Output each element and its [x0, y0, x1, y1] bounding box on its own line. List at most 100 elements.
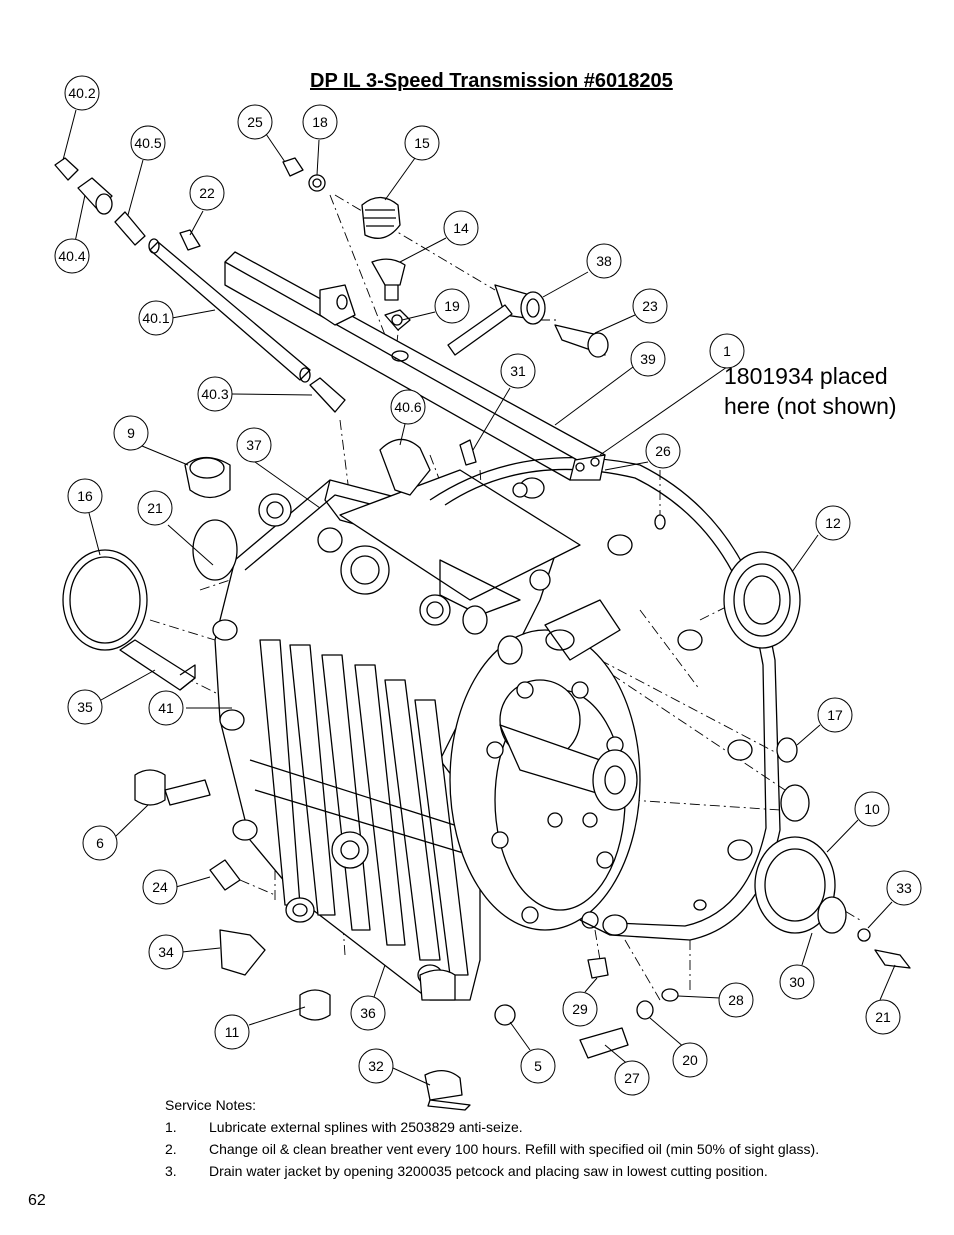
callout-label: 25: [247, 114, 263, 130]
right-parts: [654, 514, 911, 969]
callout-circle: [672, 1042, 708, 1078]
service-note-number: 3.: [165, 1163, 177, 1179]
callout-6: 6: [82, 825, 118, 861]
callout-label: 26: [655, 443, 671, 459]
callout-circle: [614, 1060, 650, 1096]
callout-circle: [67, 689, 103, 725]
small-parts-upper: [179, 157, 609, 466]
callout-circle: [350, 995, 386, 1031]
service-note-number: 2.: [165, 1141, 177, 1157]
callout-label: 6: [96, 835, 104, 851]
callout-33: 33: [886, 870, 922, 906]
callout-14: 14: [443, 210, 479, 246]
callout-label: 40.4: [58, 248, 85, 264]
tube-40-1: [148, 238, 311, 383]
callout-label: 5: [534, 1058, 542, 1074]
callout-40-1: 40.1: [138, 300, 174, 336]
callout-label: 20: [682, 1052, 698, 1068]
callout-21: 21: [137, 490, 173, 526]
callout-circle: [390, 389, 426, 425]
callout-circle: [189, 175, 225, 211]
callout-label: 10: [864, 801, 880, 817]
callout-26: 26: [645, 433, 681, 469]
callout-40-6: 40.6: [390, 389, 426, 425]
service-note-text: Lubricate external splines with 2503829 …: [209, 1119, 523, 1135]
callout-circle: [358, 1048, 394, 1084]
service-note-number: 1.: [165, 1119, 177, 1135]
callout-circle: [779, 964, 815, 1000]
callout-40-5: 40.5: [130, 125, 166, 161]
callout-23: 23: [632, 288, 668, 324]
callout-circle: [815, 505, 851, 541]
callout-circle: [302, 104, 338, 140]
callout-circle: [718, 982, 754, 1018]
callout-circle: [632, 288, 668, 324]
callout-label: 33: [896, 880, 912, 896]
callout-label: 37: [246, 437, 262, 453]
page-number: 62: [28, 1192, 46, 1209]
callout-11: 11: [214, 1014, 250, 1050]
callout-29: 29: [562, 991, 598, 1027]
callout-label: 1: [723, 343, 731, 359]
callout-40-4: 40.4: [54, 238, 90, 274]
callout-label: 36: [360, 1005, 376, 1021]
callout-label: 18: [312, 114, 328, 130]
callout-circle: [236, 427, 272, 463]
bottom-parts: [419, 957, 679, 1111]
callout-label: 41: [158, 700, 174, 716]
callout-circle: [148, 934, 184, 970]
callout-circle: [562, 991, 598, 1027]
callout-18: 18: [302, 104, 338, 140]
left-parts: [62, 456, 331, 1021]
callout-41: 41: [148, 690, 184, 726]
callout-27: 27: [614, 1060, 650, 1096]
service-notes-heading: Service Notes:: [165, 1097, 257, 1113]
callout-31: 31: [500, 353, 536, 389]
callout-circle: [67, 478, 103, 514]
callout-label: 40.2: [68, 85, 95, 101]
callout-label: 39: [640, 351, 656, 367]
transmission-housing: [192, 457, 781, 1001]
callout-circle: [138, 300, 174, 336]
callout-circle: [214, 1014, 250, 1050]
callout-label: 23: [642, 298, 658, 314]
callout-34: 34: [148, 934, 184, 970]
callout-19: 19: [434, 288, 470, 324]
callout-label: 19: [444, 298, 460, 314]
side-note-line-2: here (not shown): [724, 393, 897, 419]
callout-label: 14: [453, 220, 469, 236]
callout-circle: [645, 433, 681, 469]
callout-circle: [64, 75, 100, 111]
callout-circle: [237, 104, 273, 140]
callout-16: 16: [67, 478, 103, 514]
service-note-2: 2.Change oil & clean breather vent every…: [165, 1138, 819, 1160]
callout-circle: [148, 690, 184, 726]
callout-32: 32: [358, 1048, 394, 1084]
callout-label: 30: [789, 974, 805, 990]
callout-40-2: 40.2: [64, 75, 100, 111]
callout-label: 28: [728, 992, 744, 1008]
callout-circle: [586, 243, 622, 279]
callout-5: 5: [520, 1048, 556, 1084]
callout-24: 24: [142, 869, 178, 905]
callout-label: 16: [77, 488, 93, 504]
service-note-3: 3. Drain water jacket by opening 3200035 …: [165, 1160, 819, 1182]
callout-circle: [82, 825, 118, 861]
callout-label: 34: [158, 944, 174, 960]
callout-39: 39: [630, 341, 666, 377]
callout-21: 21: [865, 999, 901, 1035]
service-note-text: Drain water jacket by opening 3200035 pe…: [209, 1163, 768, 1179]
callout-circle: [130, 125, 166, 161]
callout-37: 37: [236, 427, 272, 463]
callout-circle: [142, 869, 178, 905]
callout-36: 36: [350, 995, 386, 1031]
callout-25: 25: [237, 104, 273, 140]
callout-circle: [113, 415, 149, 451]
callout-9: 9: [113, 415, 149, 451]
callout-label: 40.3: [201, 386, 228, 402]
callout-1: 1: [709, 333, 745, 369]
callout-circle: [404, 125, 440, 161]
callout-20: 20: [672, 1042, 708, 1078]
